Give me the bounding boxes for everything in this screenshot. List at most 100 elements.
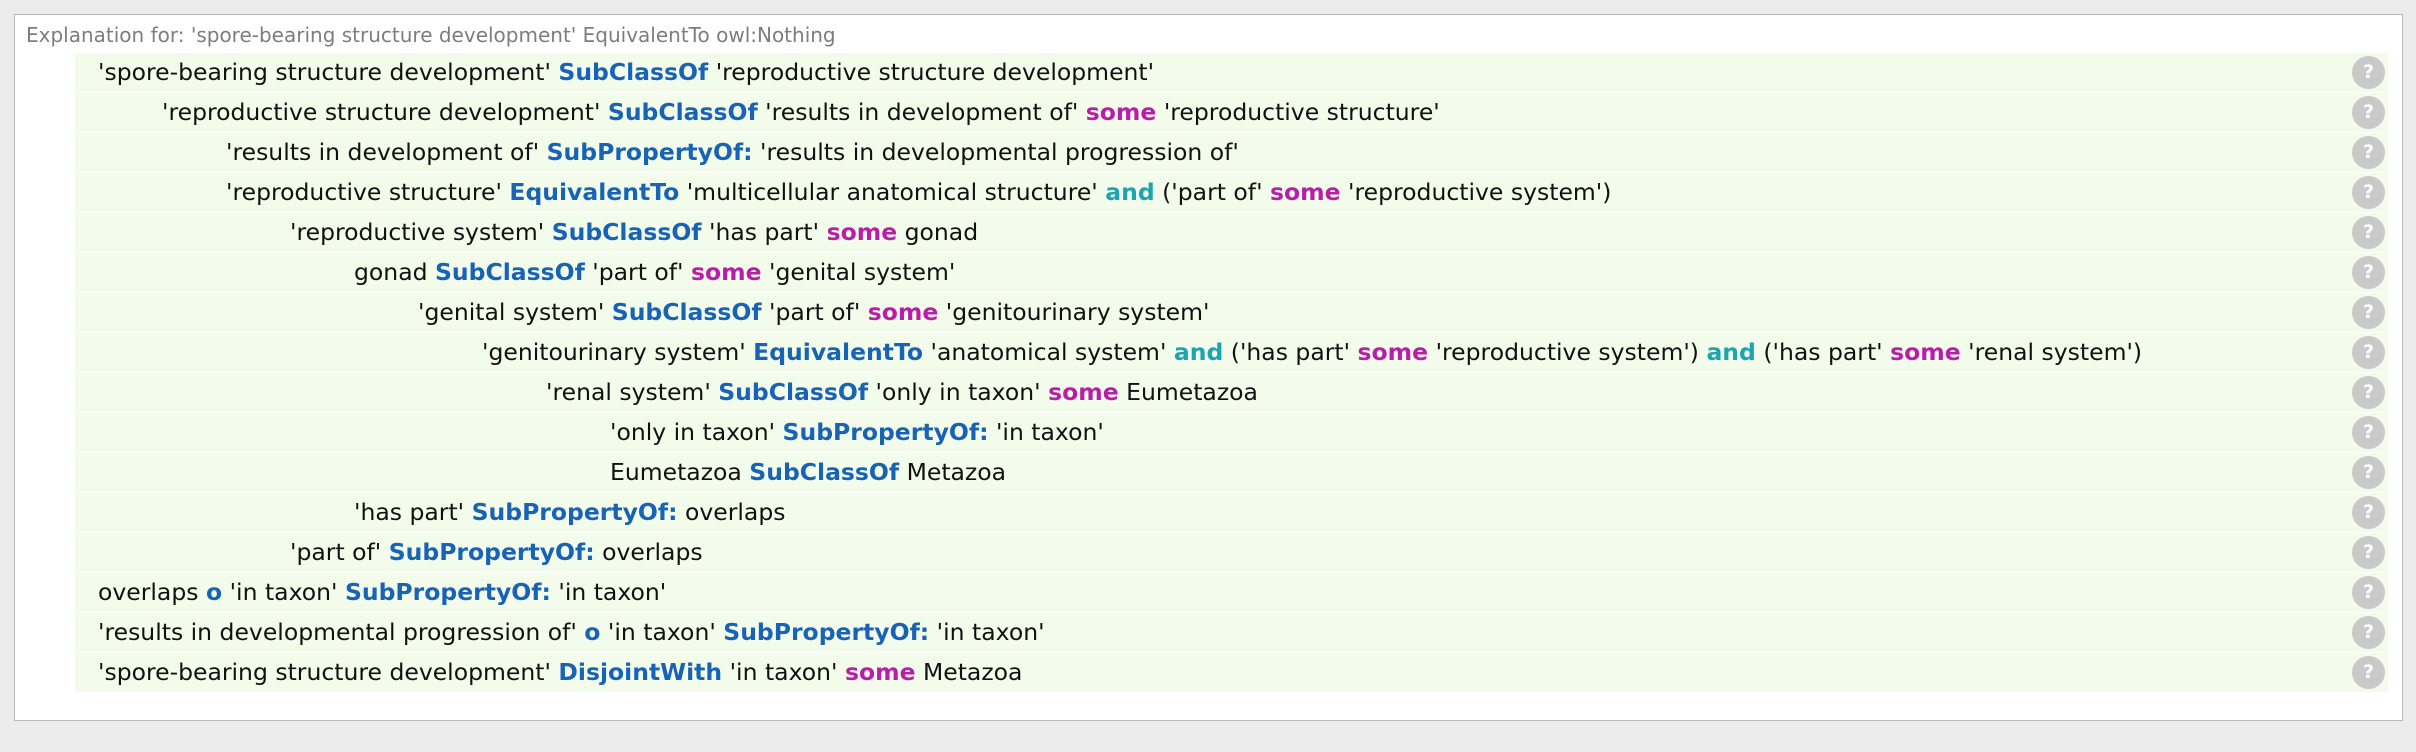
axiom-text: 'reproductive structure development' xyxy=(708,58,1155,86)
axiom-text: 'reproductive system') xyxy=(1340,178,1612,206)
help-icon[interactable]: ? xyxy=(2352,56,2385,89)
axiom-text: Eumetazoa xyxy=(610,458,750,486)
axiom-text: 'anatomical system' xyxy=(923,338,1174,366)
axiom-text: 'has part' xyxy=(354,498,472,526)
axiom-text: overlaps xyxy=(98,578,206,606)
help-icon[interactable]: ? xyxy=(2352,136,2385,169)
axiom-expression: 'only in taxon' SubPropertyOf: 'in taxon… xyxy=(610,413,1104,452)
axiom-expression: 'genitourinary system' EquivalentTo 'ana… xyxy=(482,333,2142,372)
axiom-keyword: DisjointWith xyxy=(558,658,723,686)
axiom-keyword: SubClassOf xyxy=(551,218,702,246)
axiom-row[interactable]: 'spore-bearing structure development' Su… xyxy=(75,53,2388,92)
axiom-text: 'part of' xyxy=(290,538,389,566)
and-keyword: and xyxy=(1706,338,1756,366)
help-icon[interactable]: ? xyxy=(2352,256,2385,289)
axiom-text: ('has part' xyxy=(1223,338,1358,366)
help-icon[interactable]: ? xyxy=(2352,296,2385,329)
axiom-keyword: SubPropertyOf: xyxy=(546,138,753,166)
axiom-text: 'results in developmental progression of… xyxy=(752,138,1239,166)
axiom-expression: 'genital system' SubClassOf 'part of' so… xyxy=(418,293,1210,332)
axiom-keyword: SubClassOf xyxy=(434,258,585,286)
axiom-row[interactable]: 'reproductive structure' EquivalentTo 'm… xyxy=(75,173,2388,212)
axiom-text: 'only in taxon' xyxy=(610,418,783,446)
axiom-expression: 'part of' SubPropertyOf: overlaps xyxy=(290,533,703,572)
axiom-text: 'in taxon' xyxy=(722,658,845,686)
some-keyword: some xyxy=(1085,98,1157,126)
axiom-text: 'reproductive structure' xyxy=(226,178,510,206)
axiom-keyword: SubClassOf xyxy=(718,378,869,406)
axiom-row[interactable]: 'genital system' SubClassOf 'part of' so… xyxy=(75,293,2388,332)
axiom-expression: overlaps o 'in taxon' SubPropertyOf: 'in… xyxy=(98,573,666,612)
axiom-keyword: SubClassOf xyxy=(558,58,709,86)
axiom-text: ('has part' xyxy=(1755,338,1891,366)
axiom-text: ('part of' xyxy=(1154,178,1270,206)
axiom-expression: 'spore-bearing structure development' Di… xyxy=(98,653,1022,692)
axiom-text: 'in taxon' xyxy=(929,618,1045,646)
help-icon[interactable]: ? xyxy=(2352,536,2385,569)
axiom-text: 'in taxon' xyxy=(988,418,1104,446)
help-icon[interactable]: ? xyxy=(2352,96,2385,129)
help-icon[interactable]: ? xyxy=(2352,576,2385,609)
help-icon[interactable]: ? xyxy=(2352,416,2385,449)
axiom-expression: 'has part' SubPropertyOf: overlaps xyxy=(354,493,786,532)
help-icon[interactable]: ? xyxy=(2352,176,2385,209)
axiom-text: 'results in developmental progression of… xyxy=(98,618,585,646)
axiom-expression: 'results in developmental progression of… xyxy=(98,613,1045,652)
axiom-expression: gonad SubClassOf 'part of' some 'genital… xyxy=(354,253,955,292)
axiom-text: overlaps xyxy=(677,498,786,526)
axiom-row[interactable]: 'genitourinary system' EquivalentTo 'ana… xyxy=(75,333,2388,372)
axiom-text: 'reproductive system' xyxy=(290,218,552,246)
axiom-text: 'in taxon' xyxy=(222,578,345,606)
help-icon[interactable]: ? xyxy=(2352,616,2385,649)
axiom-expression: 'reproductive system' SubClassOf 'has pa… xyxy=(290,213,978,252)
axiom-list: 'spore-bearing structure development' Su… xyxy=(75,53,2388,693)
axiom-text: 'genital system' xyxy=(418,298,612,326)
help-icon[interactable]: ? xyxy=(2352,376,2385,409)
axiom-row[interactable]: 'has part' SubPropertyOf: overlaps? xyxy=(75,493,2388,532)
axiom-text: 'spore-bearing structure development' xyxy=(98,658,559,686)
axiom-expression: Eumetazoa SubClassOf Metazoa xyxy=(610,453,1006,492)
help-icon[interactable]: ? xyxy=(2352,656,2385,689)
axiom-keyword: EquivalentTo xyxy=(509,178,680,206)
axiom-row[interactable]: 'results in developmental progression of… xyxy=(75,613,2388,652)
axiom-row[interactable]: Eumetazoa SubClassOf Metazoa? xyxy=(75,453,2388,492)
help-icon[interactable]: ? xyxy=(2352,456,2385,489)
axiom-text: 'part of' xyxy=(761,298,868,326)
axiom-text: 'reproductive structure' xyxy=(1156,98,1440,126)
axiom-row[interactable]: gonad SubClassOf 'part of' some 'genital… xyxy=(75,253,2388,292)
some-keyword: some xyxy=(1357,338,1429,366)
axiom-row[interactable]: 'renal system' SubClassOf 'only in taxon… xyxy=(75,373,2388,412)
and-keyword: and xyxy=(1105,178,1155,206)
axiom-row[interactable]: 'part of' SubPropertyOf: overlaps? xyxy=(75,533,2388,572)
some-keyword: some xyxy=(1270,178,1341,206)
axiom-keyword: o xyxy=(584,618,601,646)
axiom-row[interactable]: 'only in taxon' SubPropertyOf: 'in taxon… xyxy=(75,413,2388,452)
axiom-text: gonad xyxy=(897,218,979,246)
axiom-keyword: SubClassOf xyxy=(607,98,758,126)
axiom-row[interactable]: 'spore-bearing structure development' Di… xyxy=(75,653,2388,692)
some-keyword: some xyxy=(826,218,898,246)
axiom-row[interactable]: 'reproductive system' SubClassOf 'has pa… xyxy=(75,213,2388,252)
axiom-row[interactable]: 'reproductive structure development' Sub… xyxy=(75,93,2388,132)
axiom-text: overlaps xyxy=(594,538,703,566)
axiom-text: 'renal system') xyxy=(1960,338,2143,366)
help-icon[interactable]: ? xyxy=(2352,216,2385,249)
some-keyword: some xyxy=(867,298,939,326)
axiom-keyword: SubPropertyOf: xyxy=(344,578,551,606)
help-icon[interactable]: ? xyxy=(2352,336,2385,369)
axiom-expression: 'reproductive structure' EquivalentTo 'm… xyxy=(226,173,1611,212)
axiom-text: 'genital system' xyxy=(761,258,956,286)
help-icon[interactable]: ? xyxy=(2352,496,2385,529)
axiom-keyword: SubPropertyOf: xyxy=(782,418,989,446)
axiom-row[interactable]: 'results in development of' SubPropertyO… xyxy=(75,133,2388,172)
axiom-text: Metazoa xyxy=(899,458,1007,486)
axiom-row[interactable]: overlaps o 'in taxon' SubPropertyOf: 'in… xyxy=(75,573,2388,612)
and-keyword: and xyxy=(1173,338,1224,366)
axiom-expression: 'results in development of' SubPropertyO… xyxy=(226,133,1239,172)
axiom-text: 'genitourinary system' xyxy=(938,298,1210,326)
some-keyword: some xyxy=(1048,378,1119,406)
some-keyword: some xyxy=(1890,338,1961,366)
axiom-keyword: EquivalentTo xyxy=(753,338,924,366)
axiom-keyword: SubPropertyOf: xyxy=(388,538,595,566)
axiom-text: gonad xyxy=(354,258,435,286)
